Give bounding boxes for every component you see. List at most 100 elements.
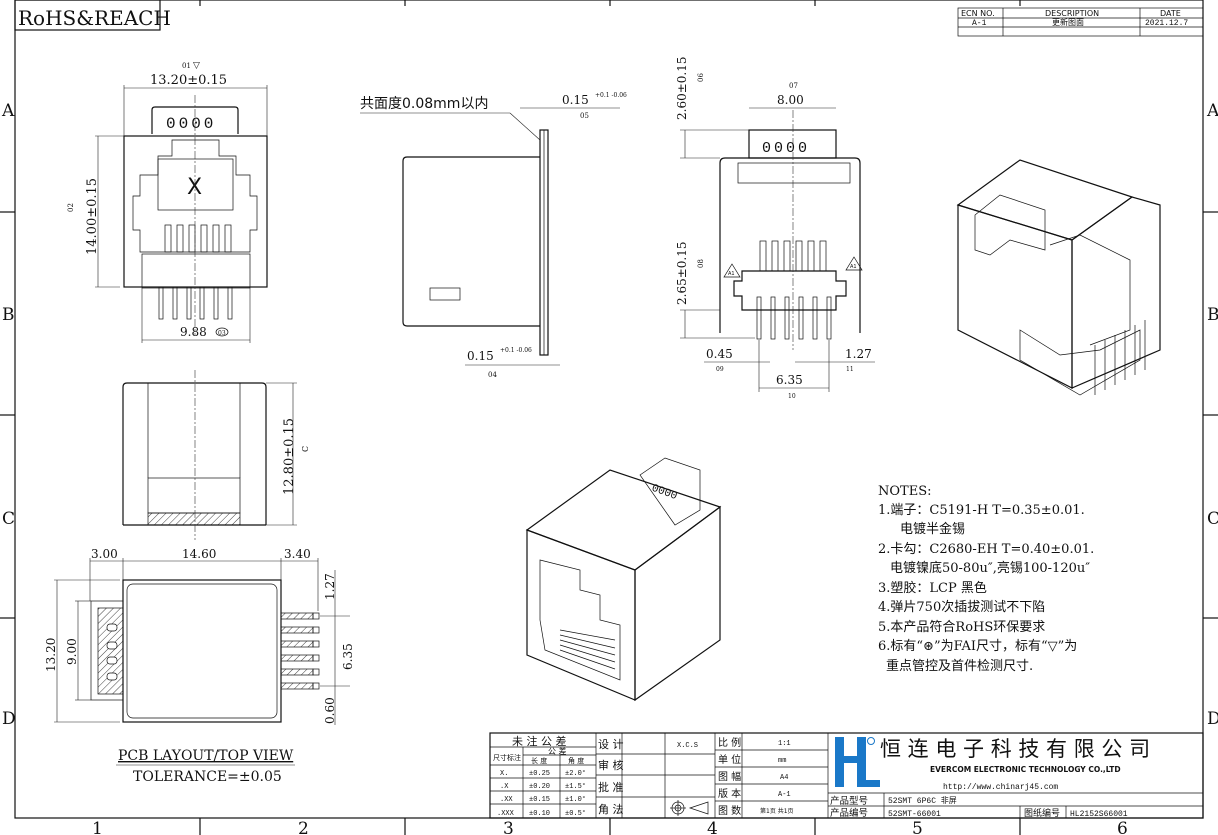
bottom-height-dim: 12.80±0.15 xyxy=(282,418,297,495)
title-block: 未 注 公 差 尺寸标注 公 差 长 度 角 度 X. ±0.25 ±2.0° … xyxy=(489,732,1204,819)
plate-bottom-dim: 0.15 xyxy=(467,349,494,363)
note-line: 电镀半金锡 xyxy=(900,521,965,537)
rear-pin-pitch-dim: 1.27 xyxy=(845,347,872,361)
company-logo xyxy=(835,737,880,787)
front-center-mark: X xyxy=(187,175,202,200)
length-label: 长 度 xyxy=(531,756,547,765)
rear-tab-height-dim: 2.60±0.15 xyxy=(675,57,689,121)
note-line: 6.标有“⊛”为FAI尺寸，标有“▽”为 xyxy=(878,639,1077,654)
company-website[interactable]: http://www.chinarj45.com xyxy=(943,783,1058,792)
pcb-dim-left: 3.00 xyxy=(91,547,118,561)
pcb-layout-view: 3.00 14.60 3.40 13.20 9.00 1.27 6.35 0.6… xyxy=(44,547,355,785)
design-value: X.C.S xyxy=(677,742,698,750)
zone-row-a-right: A xyxy=(1206,101,1218,121)
rear-pin-width-dim: 0.45 xyxy=(706,347,733,361)
tol-row-dim: X. xyxy=(500,770,508,778)
rear-tab-height-tag: 06 xyxy=(697,73,705,82)
tol-row-angle: ±1.0° xyxy=(565,795,586,804)
rear-pin-width-tag: 09 xyxy=(716,366,724,373)
pcb-dim-pad: 0.60 xyxy=(323,697,337,724)
rohs-reach-label: RoHS&REACH xyxy=(14,0,171,31)
projection-symbol-icon xyxy=(670,800,709,816)
flatness-note: 共面度0.08mm以内 xyxy=(360,96,488,112)
front-width-dim: 13.20±0.15 xyxy=(150,73,227,88)
rear-tab-width-tag: 07 xyxy=(789,82,798,90)
front-pin-span-tag: 03 xyxy=(218,330,226,337)
tol-row-dim: .XX xyxy=(500,796,513,804)
version-value: A-1 xyxy=(778,791,791,799)
iso-tab-marks: 0000 xyxy=(650,483,679,503)
isometric-view-front: 0000 xyxy=(525,457,722,702)
tol-row-length: ±0.15 xyxy=(529,796,550,804)
plate-top-tag: 05 xyxy=(580,112,589,120)
part-label: 产品编号 xyxy=(830,807,868,819)
tol-row-dim: .XXX xyxy=(497,810,515,818)
zone-col-1: 1 xyxy=(92,819,103,835)
front-tab-marks: 0000 xyxy=(166,115,216,133)
approve-label: 批 准 xyxy=(598,780,624,794)
revision-header-ecn: ECN NO. xyxy=(961,9,995,18)
zone-row-b: B xyxy=(2,305,15,325)
note-line: 4.弹片750次插拔测试不下陷 xyxy=(878,599,1045,615)
scale-value: 1:1 xyxy=(778,740,791,748)
company-name-cn: 恒 连 电 子 科 技 有 限 公 司 xyxy=(880,737,1150,761)
pcb-tolerance: TOLERANCE=±0.05 xyxy=(133,769,282,785)
revision-date: 2021.12.7 xyxy=(1145,19,1188,28)
rear-marker-left: A1 xyxy=(728,271,735,277)
note-line: 电镀镍底50-80u″,亮锡100-120u″ xyxy=(890,560,1090,576)
rear-tab-width-dim: 8.00 xyxy=(777,93,804,107)
revision-table: ECN NO. DESCRIPTION DATE A-1 更新图面 2021.1… xyxy=(957,7,1204,37)
angle-label: 角 度 xyxy=(568,756,584,765)
dim-label: 尺寸标注 xyxy=(493,753,521,762)
zone-row-b-right: B xyxy=(1207,305,1218,325)
rear-pin-height-dim: 2.65±0.15 xyxy=(675,242,689,306)
plate-top-tol: +0.1 -0.06 xyxy=(595,92,627,99)
zone-col-5: 5 xyxy=(912,819,923,835)
isometric-view-rear xyxy=(956,159,1161,396)
tol-row-length: ±0.10 xyxy=(529,810,550,818)
part-value: 52SMT-66001 xyxy=(888,810,941,819)
zone-col-6: 6 xyxy=(1117,819,1128,835)
revision-header-date: DATE xyxy=(1160,9,1181,18)
rear-pin-span-tag: 10 xyxy=(788,393,796,400)
version-label: 版 本 xyxy=(718,787,741,800)
drawing-value: HL2152S66001 xyxy=(1070,810,1128,819)
company-name-en: EVERCOM ELECTRONIC TECHNOLOGY CO.,LTD xyxy=(930,765,1121,774)
front-pin-span-dim: 9.88 xyxy=(180,325,207,339)
tolerance-title: 未 注 公 差 xyxy=(512,734,567,748)
rear-view: 0000 A1 A1 8.00 07 2.60±0.15 06 2.65±0.1… xyxy=(675,57,875,400)
note-line: 2.卡勾：C2680-EH T=0.40±0.01. xyxy=(878,542,1094,557)
plate-top-dim: 0.15 xyxy=(562,93,589,107)
pages-label: 图 数 xyxy=(718,804,741,817)
revision-description: 更新图面 xyxy=(1052,17,1084,27)
pcb-dim-right: 3.40 xyxy=(284,547,311,561)
front-width-tag: 01 xyxy=(182,62,191,70)
model-label: 产品型号 xyxy=(830,795,868,807)
tol-row-length: ±0.20 xyxy=(529,783,550,791)
front-view: 0000 X 13.20±0.15 01 ▽ 14.00±0.15 02 9.8… xyxy=(67,61,268,343)
note-line: 3.塑胶：LCP 黑色 xyxy=(878,580,987,596)
design-label: 设 计 xyxy=(598,738,624,751)
plate-bottom-tag: 04 xyxy=(488,371,497,379)
zone-col-4: 4 xyxy=(707,819,718,835)
note-line: 1.端子：C5191-H T=0.35±0.01. xyxy=(878,503,1085,518)
notes: NOTES: 1.端子：C5191-H T=0.35±0.01. 电镀半金锡 2… xyxy=(878,484,1094,674)
zone-row-c: C xyxy=(2,509,15,529)
zone-row-d-right: D xyxy=(1207,709,1218,729)
note-line: 5.本产品符合RoHS环保要求 xyxy=(878,619,1045,635)
tol-row-length: ±0.25 xyxy=(529,770,550,778)
plate-bottom-tol: +0.1 -0.06 xyxy=(500,347,532,354)
revision-header-description: DESCRIPTION xyxy=(1045,9,1099,18)
zone-labels: A B C D A B C D 1 2 3 4 5 6 xyxy=(1,101,1218,835)
tol-row-dim: .X xyxy=(500,783,509,791)
bottom-height-tag: C xyxy=(301,446,310,452)
pcb-dim-pitch: 1.27 xyxy=(323,573,337,600)
review-label: 审 核 xyxy=(598,758,624,772)
bottom-side-view: 12.80±0.15 C xyxy=(122,370,310,540)
rear-pin-pitch-tag: 11 xyxy=(846,366,854,373)
rear-tab-marks: 0000 xyxy=(762,140,810,157)
tol-row-angle: ±0.5° xyxy=(565,809,586,818)
zone-col-2: 2 xyxy=(298,819,309,835)
pcb-layout-title: PCB LAYOUT/TOP VIEW xyxy=(118,748,294,764)
